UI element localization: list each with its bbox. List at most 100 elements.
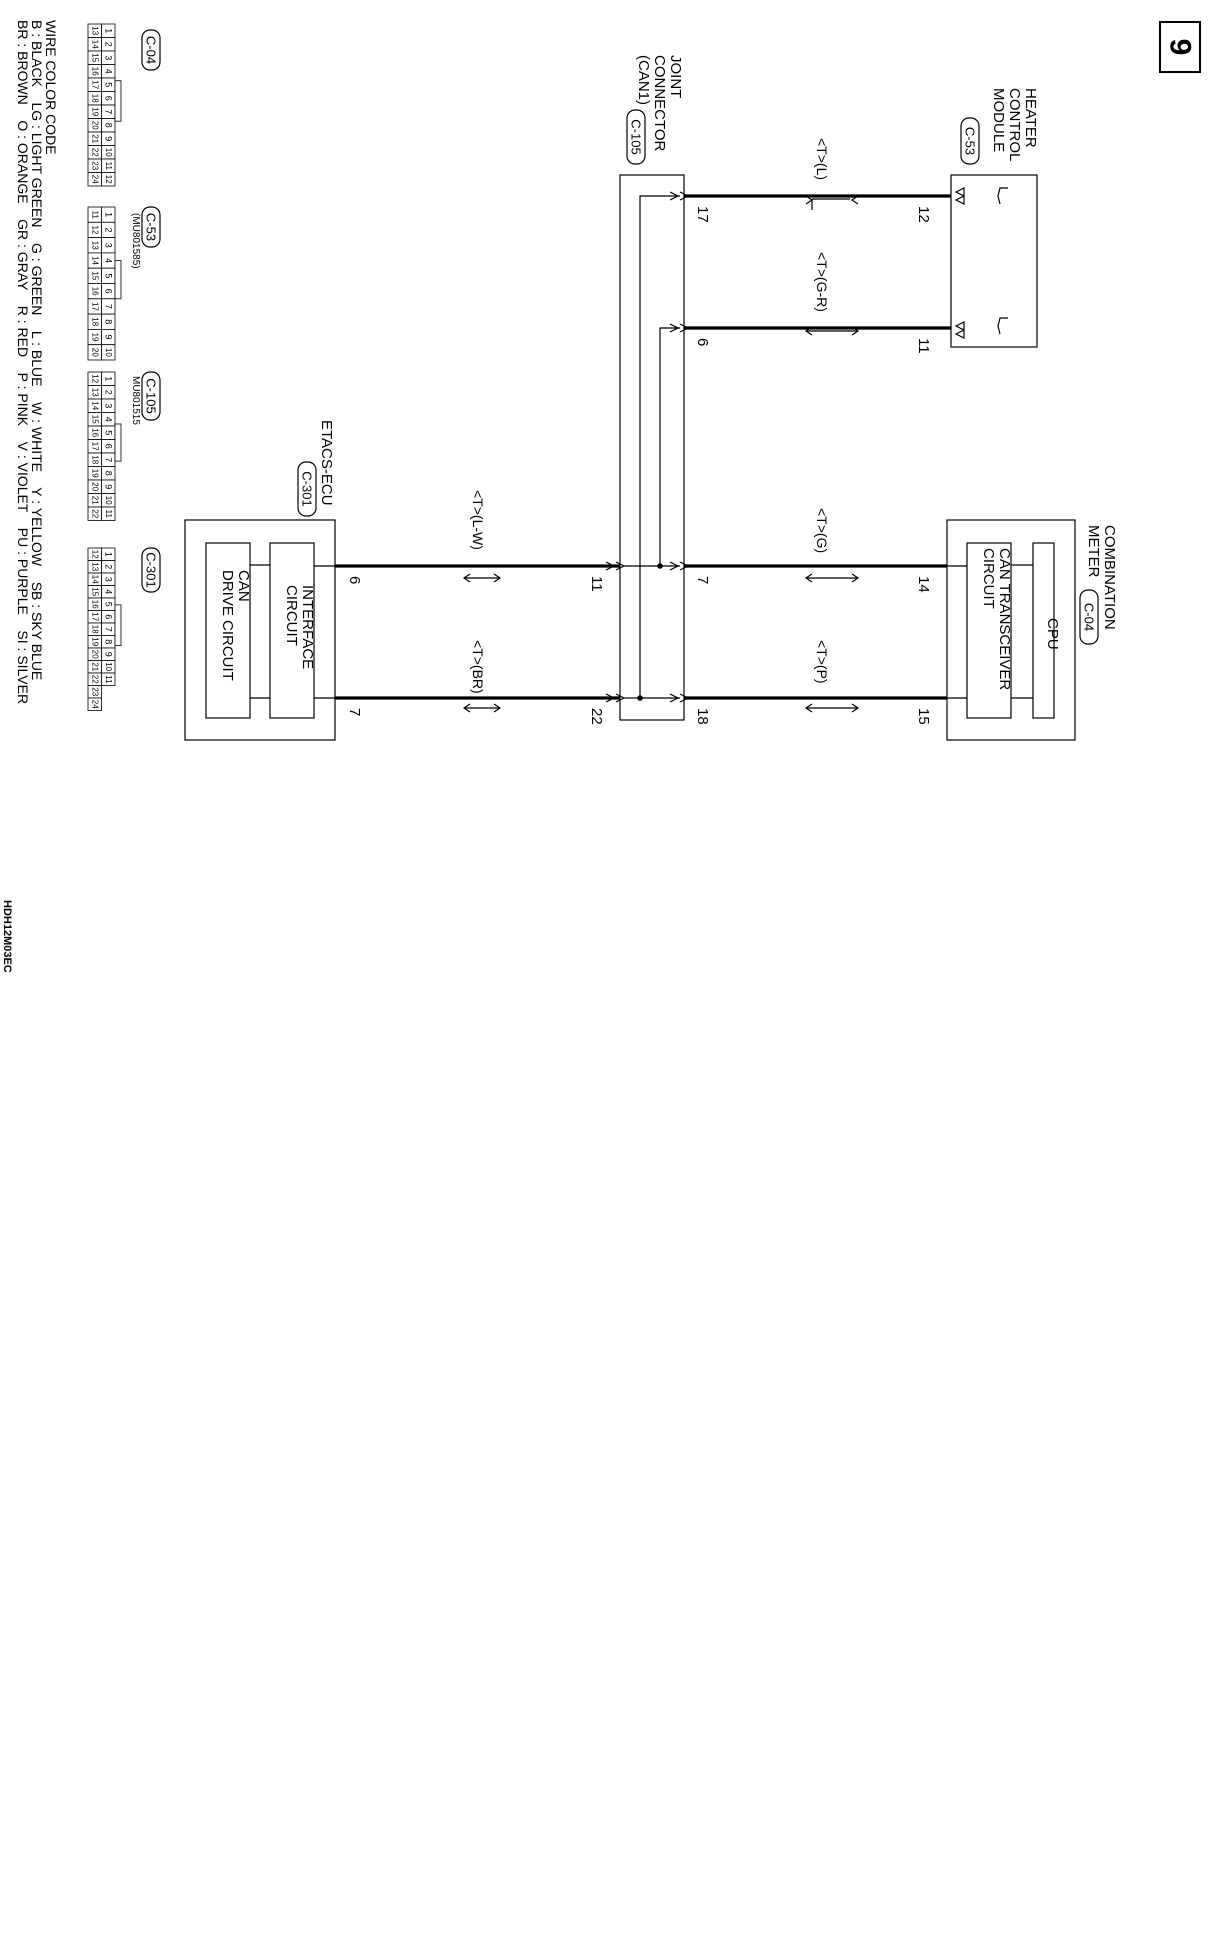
interface-label-line1: INTERFACE — [299, 585, 316, 669]
wire-color-code: WIRE COLOR CODE B : BLACK LG : LIGHT GRE… — [1, 20, 59, 973]
c105-pin-number: 16 — [90, 428, 99, 437]
c04-pin-number: 6 — [103, 96, 113, 101]
c105-pin-number: 4 — [103, 417, 113, 422]
c04-pin-number: 19 — [90, 107, 99, 116]
c04-lock-tab — [114, 80, 122, 122]
c53-pin-number: 4 — [103, 258, 113, 263]
wire-etacs-br-arrow — [462, 703, 502, 713]
c53-pin-number: 19 — [90, 333, 99, 342]
c301-pill — [141, 547, 161, 593]
c105-pin-number: 6 — [103, 444, 113, 449]
etacs-connector-pill — [297, 461, 317, 517]
wire-heater-l-arrow — [805, 195, 859, 210]
c301-pin-number: 4 — [103, 589, 113, 594]
connector-view-c53: C-53 (MU801585) 123456789101112131415161… — [87, 206, 161, 361]
c301-pin-number: 10 — [104, 662, 113, 671]
c301-pin-number: 21 — [90, 662, 99, 671]
joint-label-line2: CONNECTOR — [651, 55, 668, 152]
heater-label-line1: HEATER — [1022, 88, 1039, 148]
wire-meter-p-arrow — [804, 703, 860, 713]
c04-pin-number: 11 — [104, 162, 113, 171]
c53-pin-number: 12 — [90, 225, 99, 234]
c301-pin-number: 20 — [90, 650, 99, 659]
c04-pin-number: 12 — [104, 175, 113, 184]
c04-pin-number: 21 — [90, 134, 99, 143]
joint-splice-dot-upper — [657, 563, 663, 569]
heater-pin-arrows-upper — [954, 187, 965, 205]
c53-pin-number: 20 — [90, 348, 99, 357]
c04-pin-number: 14 — [90, 40, 99, 49]
joint-splice-dot-lower — [637, 695, 643, 701]
c301-pin-number: 5 — [103, 602, 113, 607]
heater-terminal-mark-upper — [997, 187, 1008, 205]
interface-circuit-box — [269, 542, 315, 719]
wire-etacs-br-label: <T>(BR) — [470, 640, 486, 694]
joint-connector-label: C-105 — [629, 119, 644, 154]
pin-joint-17: 17 — [694, 206, 711, 223]
c301-pin-number: 22 — [90, 675, 99, 684]
wire-heater-l-label: <T>(L) — [814, 138, 830, 180]
pin-meter-15: 15 — [915, 708, 932, 725]
c53-pin-number: 6 — [103, 289, 113, 294]
c105-pin-number: 10 — [104, 496, 113, 505]
wire-meter-p-label: <T>(P) — [814, 640, 830, 684]
c301-pin-number: 14 — [90, 575, 99, 584]
c04-pin-number: 23 — [90, 161, 99, 170]
c105-pin-number: 17 — [90, 442, 99, 451]
c301-pin-number: 18 — [90, 625, 99, 634]
c301-pin-number: 13 — [90, 562, 99, 571]
heater-control-module-box — [950, 174, 1038, 348]
joint-label-line1: JOINT — [667, 55, 684, 98]
c105-pin-number: 7 — [103, 457, 113, 462]
heater-terminal-mark-lower — [997, 317, 1008, 335]
c53-pin-number: 18 — [90, 317, 99, 326]
c105-lock-tab — [114, 423, 122, 462]
c53-pin-number: 16 — [90, 287, 99, 296]
c301-pin-cell — [87, 697, 102, 711]
wire-meter-g-label: <T>(G) — [814, 508, 830, 553]
c301-pin-number: 9 — [103, 652, 113, 657]
c04-pin-number: 4 — [103, 69, 113, 74]
c04-pin-number: 5 — [103, 82, 113, 87]
c53-lock-tab — [114, 260, 122, 300]
c04-pin-number: 16 — [90, 67, 99, 76]
connector-view-c04: C-04 12345678910111213141516171819202122… — [87, 23, 161, 187]
c105-pin-number: 15 — [90, 415, 99, 424]
c53-pin-number: 8 — [103, 319, 113, 324]
c301-pin-number: 11 — [104, 675, 113, 684]
c53-label: C-53 — [144, 213, 159, 241]
c301-pin-number: 8 — [103, 639, 113, 644]
pin-joint-7: 7 — [694, 576, 711, 584]
pin-etacs-7: 7 — [346, 708, 363, 716]
c04-label: C-04 — [144, 36, 159, 64]
c301-pin-number: 16 — [90, 600, 99, 609]
c53-pin-number: 9 — [103, 335, 113, 340]
wire-color-code-title: WIRE COLOR CODE — [43, 20, 59, 155]
c105-pin-number: 8 — [103, 471, 113, 476]
c301-pin-number: 3 — [103, 577, 113, 582]
connector-view-c105: C-105 MU801515 1234567891011121314151617… — [87, 371, 161, 521]
heater-connector-label: C-53 — [963, 127, 978, 155]
pin-heater-12: 12 — [915, 206, 932, 223]
c04-pin-number: 22 — [90, 148, 99, 157]
wire-color-code-row1: B : BLACK LG : LIGHT GREEN G : GREEN L :… — [29, 20, 45, 680]
c53-pin-number: 2 — [103, 227, 113, 232]
c301-pin-number: 15 — [90, 587, 99, 596]
c04-pin-cell — [87, 172, 102, 187]
joint-label-line3: (CAN1) — [635, 55, 652, 105]
c53-pill — [141, 206, 161, 248]
joint-connector: JOINT CONNECTOR (CAN1) C-105 — [605, 55, 690, 721]
combination-connector-label: C-04 — [1082, 603, 1097, 631]
connector-view-c301: C-301 1234567891011121314151617181920212… — [87, 547, 161, 711]
c301-pin-number: 1 — [103, 552, 113, 557]
pin-meter-14: 14 — [915, 576, 932, 593]
c53-pin-number: 13 — [90, 241, 99, 250]
pin-etacs-6: 6 — [346, 576, 363, 584]
c04-pill — [141, 29, 161, 71]
etacs-ecu-box — [184, 519, 336, 741]
can-drive-label-line2: DRIVE CIRCUIT — [219, 570, 236, 681]
c105-part-number: MU801515 — [130, 376, 141, 425]
combination-meter-box — [946, 519, 1076, 741]
pin-heater-11: 11 — [915, 338, 932, 354]
c105-pin-cell — [87, 506, 102, 521]
